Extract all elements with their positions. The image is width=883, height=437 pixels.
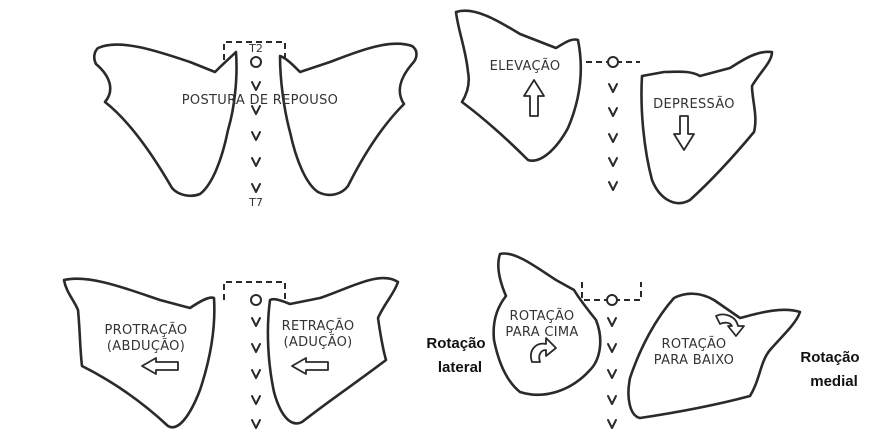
down-arrow-icon [673,115,695,151]
left-arrow-icon [291,357,329,375]
medial-rotation-label-2: medial [810,373,858,390]
right-scapula-downward-rotation [627,292,802,420]
left-scapula-elevated [454,9,583,162]
vertebrae-column-2 [608,83,618,191]
left-scapula [92,43,238,198]
vertebra-top-label: T2 [248,42,263,55]
lateral-rotation-label-1: Rotação [426,335,485,352]
left-arrow-icon [141,357,179,375]
elevation-label: ELEVAÇÃO [490,58,561,74]
panel-protraction-retraction: PROTRAÇÃO (ABDUÇÃO) RETRAÇÃO (ADUÇÃO) [62,276,400,429]
protraction-label: PROTRAÇÃO [105,322,188,338]
right-scapula [278,42,418,197]
adduction-label: (ADUÇÃO) [284,334,353,350]
vertebrae-column-4 [607,317,617,429]
panel-elevation-depression: ELEVAÇÃO DEPRESSÃO [454,9,774,205]
up-arrow-icon [523,79,545,117]
medial-rotation-label-1: Rotação [800,349,859,366]
right-scapula-depressed [640,50,774,205]
left-scapula-protracted [62,277,216,429]
left-scapula-upward-rotation [492,252,602,397]
panel-rotation: ROTAÇÃO PARA CIMA ROTAÇÃO PARA BAIXO Rot… [426,252,860,429]
downward-rotation-label: ROTAÇÃO [662,336,727,352]
vertebrae-column-3 [251,317,261,429]
rotate-down-arrow-icon [715,313,745,337]
right-scapula-retracted [266,276,400,425]
downward-rotation-label-2: PARA BAIXO [654,353,734,368]
upward-rotation-label-2: PARA CIMA [505,325,578,340]
panel-rest-posture: T2 T7 POSTURA DE REPOUSO [92,41,418,209]
lateral-rotation-label-2: lateral [438,359,482,376]
upward-rotation-label: ROTAÇÃO [510,308,575,324]
abduction-label: (ABDUÇÃO) [107,338,185,354]
rest-posture-label: POSTURA DE REPOUSO [182,93,338,108]
retraction-label: RETRAÇÃO [282,318,355,334]
depression-label: DEPRESSÃO [653,96,735,112]
vertebra-bottom-label: T7 [248,196,263,209]
rotate-up-arrow-icon [530,337,557,363]
